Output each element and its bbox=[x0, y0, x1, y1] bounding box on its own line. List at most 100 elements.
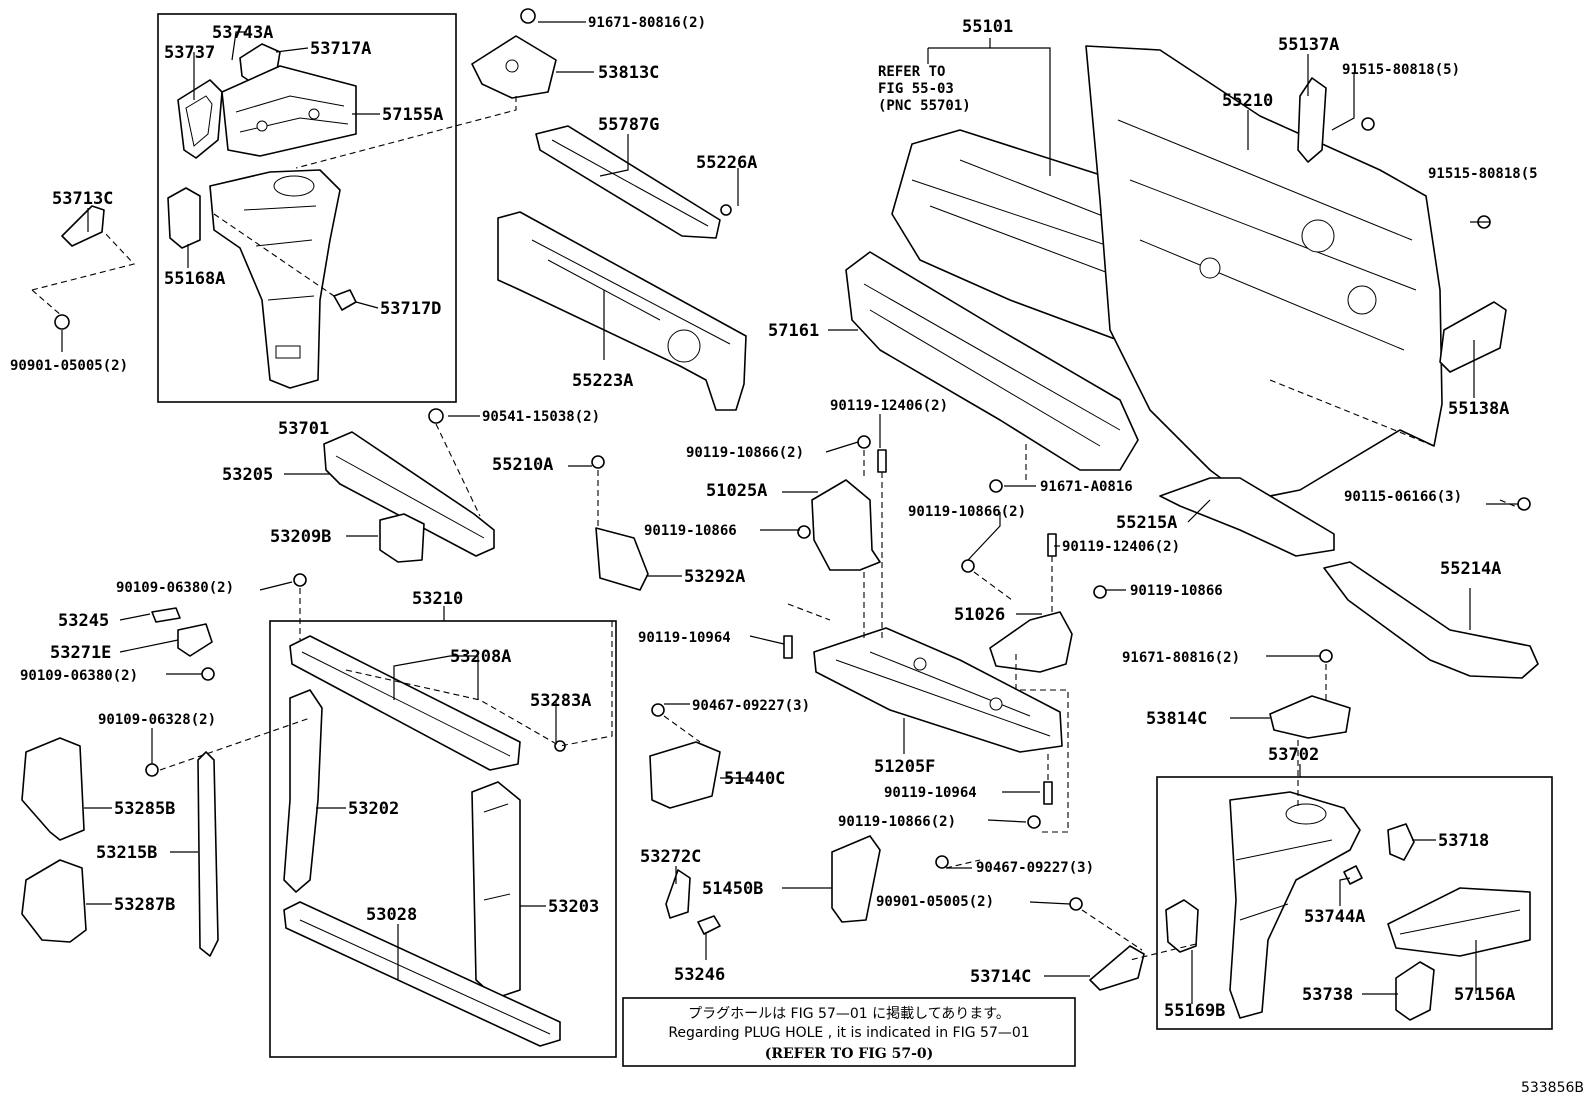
part-53701-apron bbox=[209, 169, 341, 389]
part-55223A bbox=[497, 211, 747, 411]
bolt-90119-10866-e bbox=[1027, 815, 1041, 829]
label-53718: 53718 bbox=[1438, 831, 1489, 851]
label-90109-06380-a: 90109-06380(2) bbox=[116, 580, 234, 596]
group-frame-53702 bbox=[1156, 776, 1553, 1030]
label-51450B: 51450B bbox=[702, 879, 763, 899]
label-91515-80818-a: 91515-80818(5) bbox=[1342, 62, 1460, 78]
label-90119-10866-a: 90119-10866(2) bbox=[686, 445, 804, 461]
refer-note-line-2: FIG 55-03 bbox=[878, 81, 954, 97]
part-53246 bbox=[697, 915, 721, 935]
part-53208A-upper-support bbox=[289, 635, 521, 771]
label-90119-10866-b: 90119-10866 bbox=[644, 523, 737, 539]
label-91671-80816-b: 91671-80816(2) bbox=[1122, 650, 1240, 666]
label-90109-06380-b: 90109-06380(2) bbox=[20, 668, 138, 684]
bolt-90119-12406-b bbox=[1047, 533, 1057, 557]
label-53814C: 53814C bbox=[1146, 709, 1207, 729]
label-55226A: 55226A bbox=[696, 153, 757, 173]
plug-note-en: Regarding PLUG HOLE , it is indicated in… bbox=[668, 1025, 1029, 1041]
part-53714C bbox=[1089, 945, 1145, 991]
refer-note-line-3: (PNC 55701) bbox=[878, 98, 971, 114]
label-53203: 53203 bbox=[548, 897, 599, 917]
label-53717A: 53717A bbox=[310, 39, 371, 59]
part-53285B bbox=[21, 737, 85, 841]
label-91515-80818-b: 91515-80818(5 bbox=[1428, 166, 1538, 182]
bolt-90901-05005-a bbox=[54, 314, 70, 330]
label-90119-10964-b: 90119-10964 bbox=[884, 785, 977, 801]
label-53743A: 53743A bbox=[212, 23, 273, 43]
part-53718 bbox=[1387, 823, 1415, 861]
part-51450B bbox=[831, 835, 881, 923]
label-53271E: 53271E bbox=[50, 643, 111, 663]
part-53272C bbox=[665, 869, 691, 919]
group-frame-53210 bbox=[269, 620, 617, 1058]
part-53202 bbox=[283, 689, 323, 893]
label-57156A: 57156A bbox=[1454, 985, 1515, 1005]
label-53210: 53210 bbox=[412, 589, 463, 609]
label-51025A: 51025A bbox=[706, 481, 767, 501]
bolt-90109-06380-a bbox=[293, 573, 307, 587]
part-55226A bbox=[720, 204, 732, 216]
refer-note-line-1: REFER TO bbox=[878, 64, 945, 80]
bolt-90901-05005-b bbox=[1069, 897, 1083, 911]
label-91671-80816-a: 91671-80816(2) bbox=[588, 15, 706, 31]
label-53028: 53028 bbox=[366, 905, 417, 925]
label-53209B: 53209B bbox=[270, 527, 331, 547]
label-90901-05005-b: 90901-05005(2) bbox=[876, 894, 994, 910]
label-55215A: 55215A bbox=[1116, 513, 1177, 533]
label-55169B: 55169B bbox=[1164, 1001, 1225, 1021]
label-53737: 53737 bbox=[164, 43, 215, 63]
plug-note-ref: (REFER TO FIG 57-0) bbox=[765, 1046, 934, 1062]
part-53205 bbox=[323, 431, 495, 557]
label-53245: 53245 bbox=[58, 611, 109, 631]
label-51440C: 51440C bbox=[724, 769, 785, 789]
part-57155A bbox=[221, 65, 357, 157]
part-53717D bbox=[333, 289, 357, 311]
label-90467-09227-a: 90467-09227(3) bbox=[692, 698, 810, 714]
label-53208A: 53208A bbox=[450, 647, 511, 667]
part-57161-cowl-top bbox=[845, 251, 1139, 471]
label-55101: 55101 bbox=[962, 17, 1013, 37]
part-53203 bbox=[471, 781, 521, 999]
part-55168A bbox=[167, 187, 201, 249]
label-55223A: 55223A bbox=[572, 371, 633, 391]
bolt-90119-10866-d bbox=[1093, 585, 1107, 599]
bolt-90541-15038 bbox=[428, 408, 444, 424]
part-51026 bbox=[989, 611, 1073, 673]
bolt-91671-80816-a bbox=[520, 8, 536, 24]
label-53714C: 53714C bbox=[970, 967, 1031, 987]
label-90541-15038: 90541-15038(2) bbox=[482, 409, 600, 425]
label-53202: 53202 bbox=[348, 799, 399, 819]
label-53287B: 53287B bbox=[114, 895, 175, 915]
label-90119-12406-a: 90119-12406(2) bbox=[830, 398, 948, 414]
label-51026: 51026 bbox=[954, 605, 1005, 625]
part-53292A bbox=[595, 527, 649, 591]
part-53287B bbox=[21, 859, 87, 943]
label-55137A: 55137A bbox=[1278, 35, 1339, 55]
bolt-91515-80818-a bbox=[1361, 117, 1375, 131]
label-90119-12406-b: 90119-12406(2) bbox=[1062, 539, 1180, 555]
part-53283A bbox=[554, 740, 566, 752]
bolt-90119-10866-c bbox=[961, 559, 975, 573]
label-90115-06166: 90115-06166(3) bbox=[1344, 489, 1462, 505]
label-53701: 53701 bbox=[278, 419, 329, 439]
bolt-90467-09227-a bbox=[651, 703, 665, 717]
part-53245 bbox=[151, 607, 181, 623]
part-51025A bbox=[811, 479, 881, 571]
part-53215B bbox=[197, 751, 219, 957]
label-53713C: 53713C bbox=[52, 189, 113, 209]
part-53813C bbox=[471, 35, 557, 99]
label-91671-A0816: 91671-A0816 bbox=[1040, 479, 1133, 495]
part-55169B bbox=[1165, 899, 1199, 953]
label-53205: 53205 bbox=[222, 465, 273, 485]
part-55138A bbox=[1439, 301, 1507, 373]
label-53285B: 53285B bbox=[114, 799, 175, 819]
bolt-90467-09227-b bbox=[935, 855, 949, 869]
part-53737 bbox=[177, 79, 223, 159]
label-53738: 53738 bbox=[1302, 985, 1353, 1005]
part-53209B bbox=[379, 513, 425, 563]
label-53215B: 53215B bbox=[96, 843, 157, 863]
label-57161: 57161 bbox=[768, 321, 819, 341]
label-55210A: 55210A bbox=[492, 455, 553, 475]
part-55210-dash-panel bbox=[1085, 45, 1443, 501]
